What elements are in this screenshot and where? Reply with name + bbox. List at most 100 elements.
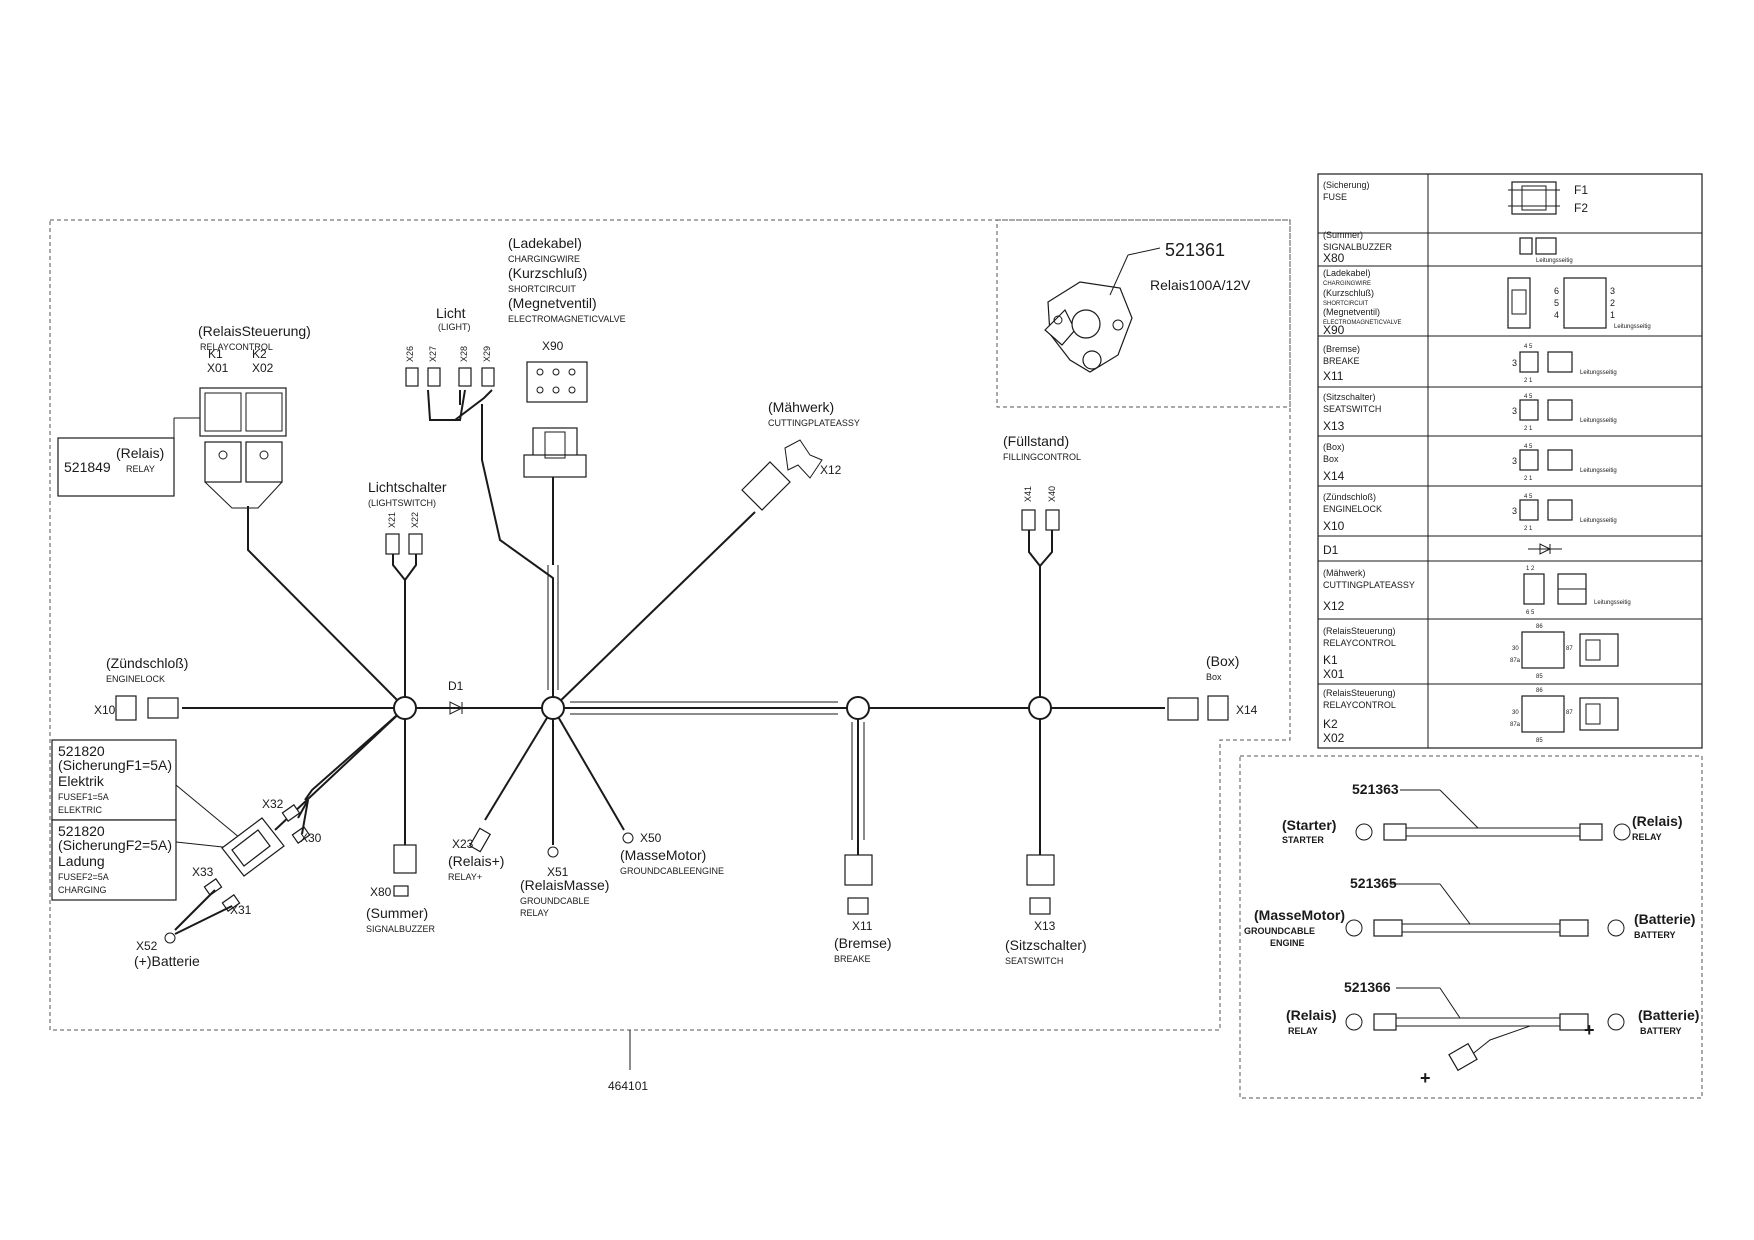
svg-text:86: 86: [1536, 688, 1543, 694]
svg-text:(Füllstand): (Füllstand): [1003, 433, 1069, 449]
table-row: (Summer) SIGNALBUZZER X80 Leitungsseitig: [1323, 230, 1573, 265]
svg-text:Leitungsseitig: Leitungsseitig: [1580, 418, 1617, 424]
junction-node: [1028, 696, 1052, 720]
svg-text:FILLINGCONTROL: FILLINGCONTROL: [1003, 452, 1081, 462]
svg-text:(RelaisMasse): (RelaisMasse): [520, 877, 609, 893]
svg-text:Box: Box: [1206, 672, 1222, 682]
svg-text:521366: 521366: [1344, 979, 1391, 995]
svg-text:(Megnetventil): (Megnetventil): [1323, 307, 1380, 317]
svg-text:(LIGHT): (LIGHT): [438, 322, 471, 332]
svg-text:521820: 521820: [58, 823, 105, 839]
junction-node: [393, 696, 417, 720]
svg-text:CHARGINGWIRE: CHARGINGWIRE: [1323, 281, 1371, 287]
svg-text:X01: X01: [1323, 667, 1345, 681]
svg-text:(Relais): (Relais): [116, 445, 164, 461]
svg-text:521365: 521365: [1350, 875, 1397, 891]
relay-control-connector: (RelaisSteuerung) RELAYCONTROL K1 K2 X01…: [198, 323, 311, 509]
table-row: (Zündschloß) ENGINELOCK X10 4 5 3 2 1 Le…: [1323, 492, 1617, 533]
svg-text:X14: X14: [1236, 703, 1258, 717]
svg-text:X10: X10: [94, 703, 116, 717]
svg-text:D1: D1: [1323, 543, 1339, 557]
svg-text:Leitungsseitig: Leitungsseitig: [1594, 600, 1631, 606]
svg-text:CHARGINGWIRE: CHARGINGWIRE: [508, 254, 580, 264]
mower-connector-x12: (Mähwerk) CUTTINGPLATEASSY X12: [741, 399, 860, 511]
table-row: (Sitzschalter) SEATSWITCH X13 4 5 3 2 1 …: [1323, 392, 1617, 433]
fuse2-label: 521820 (SicherungF2=5A) Ladung FUSEF2=5A…: [51, 819, 233, 901]
svg-text:CUTTINGPLATEASSY: CUTTINGPLATEASSY: [1323, 580, 1415, 590]
svg-text:STARTER: STARTER: [1282, 835, 1324, 845]
cable-521363: 521363 (Starter) STARTER (Relais) RELAY: [1282, 781, 1683, 845]
svg-text:(RelaisSteuerung): (RelaisSteuerung): [1323, 688, 1396, 698]
svg-text:+: +: [1420, 1068, 1431, 1088]
ground-engine-x50: X50 (MasseMotor) GROUNDCABLEENGINE: [620, 831, 724, 876]
svg-text:X41: X41: [1023, 486, 1033, 502]
svg-text:85: 85: [1536, 738, 1543, 744]
svg-text:(Megnetventil): (Megnetventil): [508, 295, 597, 311]
svg-text:Relais100A/12V: Relais100A/12V: [1150, 277, 1251, 293]
cables-frame: [1239, 755, 1703, 1099]
svg-text:X80: X80: [1323, 251, 1345, 265]
seat-connector-x13: X13 (Sitzschalter) SEATSWITCH: [1005, 854, 1087, 966]
svg-text:RELAY: RELAY: [126, 464, 155, 474]
connector-legend-table: [1317, 173, 1703, 749]
table-row: (Box) Box X14 4 5 3 2 1 Leitungsseitig: [1323, 442, 1617, 483]
svg-text:SHORTCIRCUIT: SHORTCIRCUIT: [508, 284, 576, 294]
svg-text:X28: X28: [459, 346, 469, 362]
svg-text:6 5: 6 5: [1526, 610, 1535, 616]
svg-text:87: 87: [1566, 646, 1573, 652]
svg-text:(Bremse): (Bremse): [834, 935, 892, 951]
svg-text:2 1: 2 1: [1524, 526, 1533, 532]
svg-text:X21: X21: [387, 512, 397, 528]
svg-text:K1: K1: [208, 347, 223, 361]
svg-text:Elektrik: Elektrik: [58, 773, 105, 789]
svg-text:(Sitzschalter): (Sitzschalter): [1323, 392, 1376, 402]
svg-text:(Zündschloß): (Zündschloß): [106, 655, 188, 671]
svg-text:SHORTCIRCUIT: SHORTCIRCUIT: [1323, 301, 1369, 307]
svg-text:ENGINELOCK: ENGINELOCK: [1323, 504, 1382, 514]
table-row: (Bremse) BREAKE X11 4 5 3 2 1 Leitungsse…: [1323, 344, 1617, 384]
svg-text:(SicherungF2=5A): (SicherungF2=5A): [58, 837, 172, 853]
svg-text:(Box): (Box): [1323, 442, 1345, 452]
svg-text:K2: K2: [252, 347, 267, 361]
svg-text:ELECTROMAGNETICVALVE: ELECTROMAGNETICVALVE: [1323, 320, 1401, 326]
svg-text:(Sitzschalter): (Sitzschalter): [1005, 937, 1087, 953]
svg-text:Licht: Licht: [436, 305, 466, 321]
buzzer-connector-x80: X80 (Summer) SIGNALBUZZER: [366, 844, 436, 934]
svg-text:2: 2: [1610, 298, 1615, 308]
svg-text:(Relais+): (Relais+): [448, 853, 504, 869]
svg-text:(MasseMotor): (MasseMotor): [620, 847, 706, 863]
relay-label-box: 521849 (Relais) RELAY: [57, 417, 200, 497]
svg-text:X32: X32: [262, 797, 284, 811]
relay-plus-connector-x23: X23 (Relais+) RELAY+: [448, 827, 504, 882]
svg-text:X31: X31: [230, 903, 252, 917]
big-relay-detail: 521361 Relais100A/12V: [1044, 240, 1251, 373]
svg-text:X27: X27: [428, 346, 438, 362]
svg-text:CHARGING: CHARGING: [58, 885, 107, 895]
svg-text:87a: 87a: [1510, 658, 1521, 664]
svg-text:Box: Box: [1323, 454, 1339, 464]
svg-text:X33: X33: [192, 865, 214, 879]
svg-text:X02: X02: [252, 361, 274, 375]
svg-text:X50: X50: [640, 831, 662, 845]
svg-text:(Starter): (Starter): [1282, 817, 1336, 833]
svg-text:X90: X90: [542, 339, 564, 353]
svg-text:(Batterie): (Batterie): [1638, 1007, 1699, 1023]
svg-text:X22: X22: [410, 512, 420, 528]
svg-text:86: 86: [1536, 624, 1543, 630]
svg-text:(Ladekabel): (Ladekabel): [1323, 268, 1371, 278]
svg-text:D1: D1: [448, 679, 464, 693]
svg-text:ELEKTRIC: ELEKTRIC: [58, 805, 103, 815]
svg-text:SEATSWITCH: SEATSWITCH: [1323, 404, 1381, 414]
svg-text:RELAY+: RELAY+: [448, 872, 482, 882]
svg-text:ELECTROMAGNETICVALVE: ELECTROMAGNETICVALVE: [508, 314, 626, 324]
branch-wires: [247, 389, 1053, 862]
svg-text:(Relais): (Relais): [1632, 813, 1683, 829]
svg-text:(RelaisSteuerung): (RelaisSteuerung): [198, 323, 311, 339]
svg-text:521361: 521361: [1165, 240, 1225, 260]
svg-text:(Summer): (Summer): [366, 905, 428, 921]
table-row: (Mähwerk) CUTTINGPLATEASSY X12 1 2 6 5 L…: [1323, 566, 1631, 616]
fuse-holder: X32 X30 X33 X31 X52 (+)Batterie: [134, 797, 322, 969]
cable-521366: 521366 (Relais) RELAY (Batterie) BATTERY…: [1286, 979, 1699, 1088]
svg-text:X52: X52: [136, 939, 158, 953]
